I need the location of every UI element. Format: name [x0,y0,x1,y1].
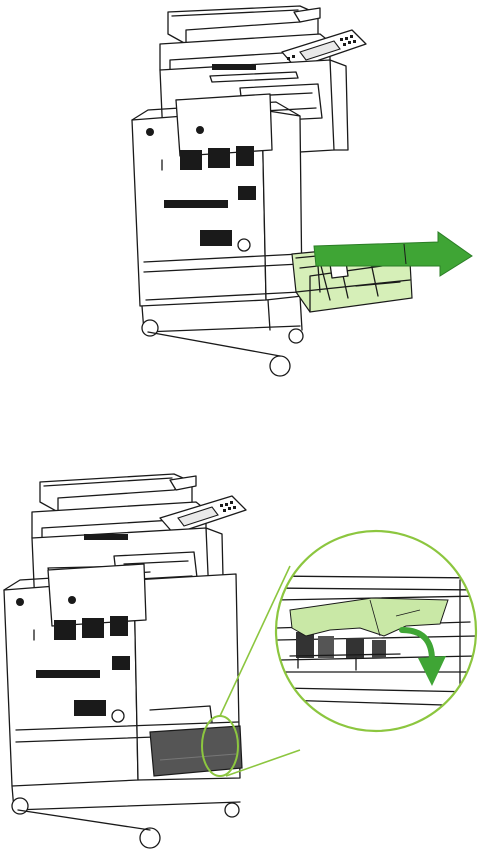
tray-removal-illustration [0,0,478,400]
jam-detail-callout [270,531,478,731]
tray-removal-drawing [0,0,478,400]
jam-clearing-drawing [0,460,478,853]
jam-clearing-illustration [0,460,478,853]
upper-vent [212,64,256,70]
printer-main-body [132,94,302,332]
printer-main-body [4,564,240,810]
tray-cavity[interactable] [150,726,242,776]
